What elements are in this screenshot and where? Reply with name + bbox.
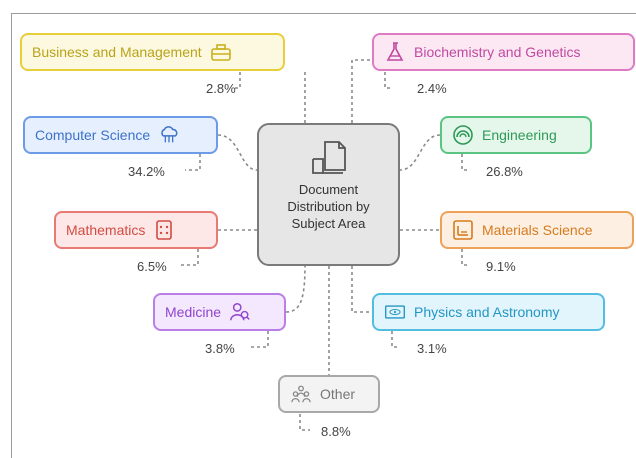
percent-materials-science: 9.1% [486,259,516,274]
connector-line [250,331,269,348]
briefcase-icon [210,41,232,63]
node-label: Mathematics [66,222,146,238]
node-engineering: Engineering [440,116,592,154]
document-icon [311,141,346,174]
percent-engineering: 26.8% [486,164,523,179]
node-label: Computer Science [35,127,151,143]
figure-frame [11,13,636,458]
percent-biochemistry: 2.4% [417,81,447,96]
center-node: Document Distribution by Subject Area [257,123,400,266]
atom-screen-icon [384,301,406,323]
percent-business: 2.8% [206,81,236,96]
node-label: Medicine [165,304,222,320]
connector-line [461,249,470,266]
percent-physics: 3.1% [417,341,447,356]
node-materials-science: Materials Science [440,211,634,249]
node-medicine: Medicine [153,293,286,331]
calculator-icon [153,219,175,241]
center-title: Document Distribution by Subject Area [287,182,370,231]
connector-line [351,266,372,313]
node-computer-science: Computer Science [23,116,218,154]
connector-line [384,72,392,89]
percent-other: 8.8% [321,424,351,439]
node-label: Materials Science [482,222,593,238]
connector-line [185,154,201,171]
percent-computer-science: 34.2% [128,164,165,179]
connector-line [461,154,470,171]
node-physics-and-astronomy: Physics and Astronomy [372,293,605,331]
node-business-and-management: Business and Management [20,33,285,71]
connector-line [299,414,310,431]
group-icon [290,383,312,405]
connector-line [285,265,306,313]
node-label: Business and Management [32,44,202,60]
node-biochemistry-and-genetics: Biochemistry and Genetics [372,33,635,71]
cloud-network-icon [158,124,180,146]
node-other: Other [278,375,380,413]
node-label: Physics and Astronomy [414,304,560,320]
connector-line [391,331,400,348]
connector-line [234,72,241,89]
connector-line [180,249,199,266]
connector-line [399,134,441,171]
percent-mathematics: 6.5% [137,259,167,274]
connector-line [217,134,258,171]
doctor-icon [229,301,251,323]
flask-icon [384,41,406,63]
node-label: Biochemistry and Genetics [414,44,581,60]
percent-medicine: 3.8% [205,341,235,356]
bars-icon [452,219,474,241]
connector-line [351,59,372,123]
node-mathematics: Mathematics [54,211,218,249]
node-label: Engineering [482,127,557,143]
node-label: Other [320,386,356,402]
gauge-icon [452,124,474,146]
